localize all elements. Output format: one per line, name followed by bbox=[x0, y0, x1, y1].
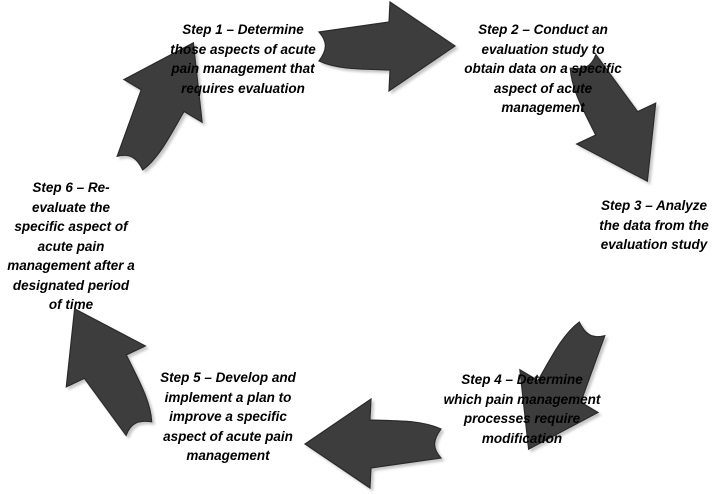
step-3-label: Step 3 – Analyze the data from the evalu… bbox=[599, 198, 709, 252]
step-1-label: Step 1 – Determine those aspects of acut… bbox=[170, 22, 316, 96]
step-4-label: Step 4 – Determine which pain management… bbox=[443, 372, 601, 446]
step-6-label: Step 6 – Re-evaluate the specific aspect… bbox=[7, 180, 135, 312]
step-2-label: Step 2 – Conduct an evaluation study to … bbox=[464, 22, 622, 115]
arrow-step1-to-step2 bbox=[318, 1, 456, 92]
arrow-step4-to-step5 bbox=[304, 398, 442, 489]
step-5-label: Step 5 – Develop and implement a plan to… bbox=[160, 370, 296, 463]
